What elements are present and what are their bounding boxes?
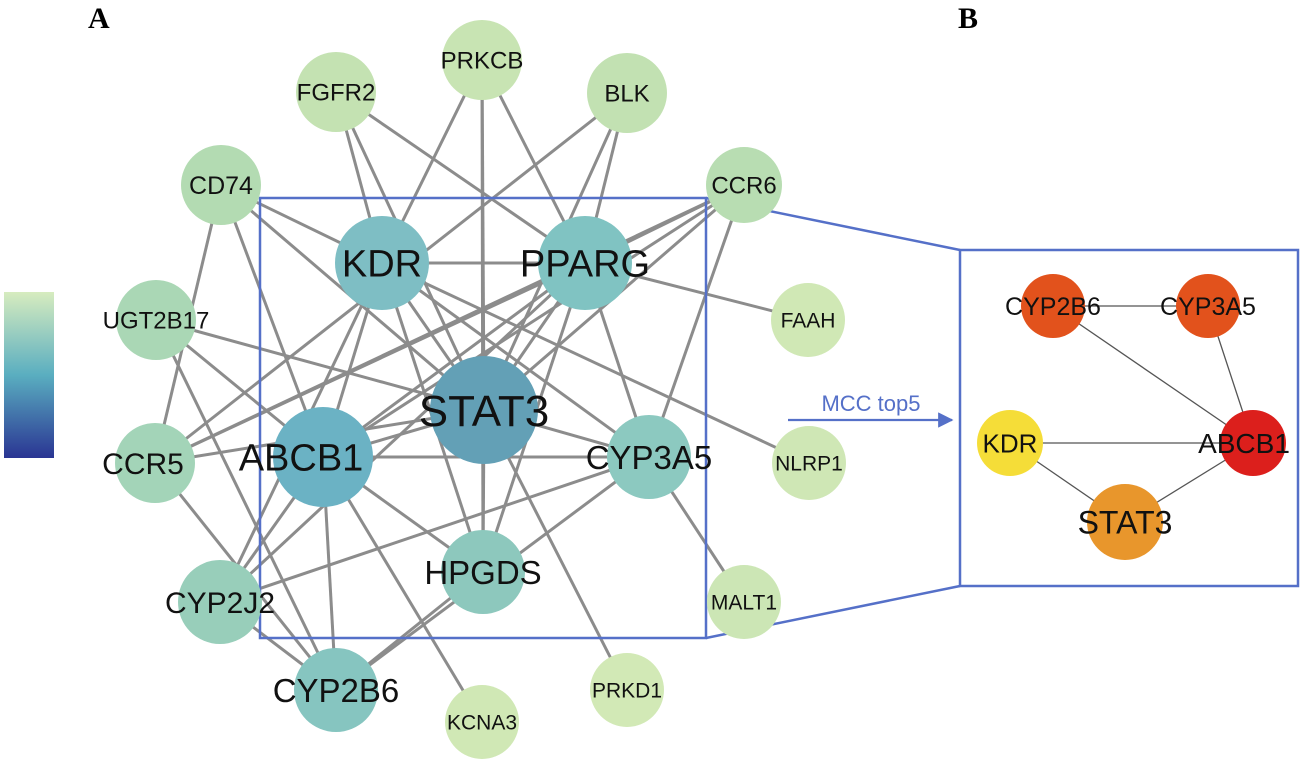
network-a-node-label: PRKCB xyxy=(441,48,524,75)
network-a-node-label: FAAH xyxy=(781,310,836,333)
network-b-node-circle xyxy=(1087,484,1163,560)
network-a-node-cyp2j2: CYP2J2 xyxy=(165,560,275,644)
network-a-edge-pparg-cyp2j2 xyxy=(218,261,587,604)
network-a-edge-abcb1-ccr6 xyxy=(322,183,745,459)
network-a-node-circle xyxy=(115,423,195,503)
network-a-node-cyp2b6: CYP2B6 xyxy=(273,648,400,732)
network-a-node-label: FGFR2 xyxy=(297,80,376,107)
network-a-node-circle xyxy=(772,426,846,500)
network-b-node-label: KDR xyxy=(983,428,1038,458)
network-a-edge-ugt2b17-cyp2b6 xyxy=(154,319,338,691)
network-a-node-label: HPGDS xyxy=(424,554,541,591)
network-a-node-label: BLK xyxy=(604,81,649,108)
network-a-node-circle xyxy=(296,52,376,132)
network-a-node-circle xyxy=(771,283,845,357)
network-a-node-label: NLRP1 xyxy=(775,453,843,476)
network-a-edge-kdr-nlrp1 xyxy=(381,261,810,465)
network-a-node-circle xyxy=(707,565,781,639)
network-a-node-prkcb: PRKCB xyxy=(441,20,524,100)
network-b-node-cyp2b6: CYP2B6 xyxy=(1005,274,1101,338)
network-a-node-nlrp1: NLRP1 xyxy=(772,426,846,500)
network-a-node-label: CYP2J2 xyxy=(165,587,275,620)
network-a-node-circle xyxy=(116,280,196,360)
network-b-node-label: CYP3A5 xyxy=(1160,293,1256,321)
network-a-node-blk: BLK xyxy=(587,53,667,133)
network-a-node-faah: FAAH xyxy=(771,283,845,357)
network-a-node-malt1: MALT1 xyxy=(707,565,781,639)
network-a-node-circle xyxy=(430,356,538,464)
network-a-node-hpgds: HPGDS xyxy=(424,530,542,614)
network-a-node-fgfr2: FGFR2 xyxy=(296,52,376,132)
network-a-node-stat3: STAT3 xyxy=(419,356,549,464)
network-a-node-circle xyxy=(441,530,525,614)
network-a-edge-kdr-cyp3a5 xyxy=(381,261,650,459)
network-b-node-circle xyxy=(1176,274,1240,338)
network-a-edge-stat3-ugt2b17 xyxy=(155,318,485,412)
network-a-node-label: STAT3 xyxy=(419,387,549,436)
network-a-edge-abcb1-kcna3 xyxy=(321,456,484,723)
network-a-node-label: KDR xyxy=(342,244,422,286)
highlight-box-a xyxy=(258,196,708,640)
panel-label-a: A xyxy=(88,2,110,35)
network-a-node-ccr6: CCR6 xyxy=(706,147,782,223)
network-a-edge-ccr5-ccr6 xyxy=(154,183,745,465)
network-a-node-abcb1: ABCB1 xyxy=(239,407,373,507)
network-a-node-circle xyxy=(273,407,373,507)
network-b-node-label: CYP2B6 xyxy=(1005,293,1101,321)
network-b-node-label: ABCB1 xyxy=(1198,428,1290,459)
network-a-edge-pparg-abcb1 xyxy=(322,261,586,459)
network-a-node-label: CCR6 xyxy=(711,173,776,200)
network-a-node-pparg: PPARG xyxy=(520,216,650,310)
network-a-node-circle xyxy=(178,560,262,644)
network-a-node-circle xyxy=(181,145,261,225)
network-b-node-kdr: KDR xyxy=(977,410,1043,476)
network-a-node-label: KCNA3 xyxy=(447,712,517,735)
network-a-node-cyp3a5: CYP3A5 xyxy=(586,415,713,499)
network-a-node-label: CD74 xyxy=(189,172,253,200)
network-b-node-stat3: STAT3 xyxy=(1078,484,1173,560)
network-a-node-label: UGT2B17 xyxy=(103,308,210,335)
network-a-node-circle xyxy=(442,20,522,100)
network-a-node-kdr: KDR xyxy=(335,216,429,310)
network-a-node-circle xyxy=(706,147,782,223)
network-b-node-abcb1: ABCB1 xyxy=(1198,410,1290,476)
network-b-node-circle xyxy=(977,410,1043,476)
network-a-node-label: PRKD1 xyxy=(592,680,662,703)
network-a-node-circle xyxy=(587,53,667,133)
network-a-node-ugt2b17: UGT2B17 xyxy=(103,280,210,360)
network-b-edge-cyp2b6-abcb1 xyxy=(1052,305,1254,444)
network-b-node-cyp3a5: CYP3A5 xyxy=(1160,274,1256,338)
network-a-node-circle xyxy=(294,648,378,732)
network-a-node-label: PPARG xyxy=(520,244,650,286)
color-scale-bar xyxy=(4,292,54,458)
network-a-node-circle xyxy=(590,653,664,727)
network-a-edge-hpgds-prkcb xyxy=(480,59,485,573)
network-a-node-label: MALT1 xyxy=(711,592,777,615)
network-a-edge-cyp3a5-cyp2j2 xyxy=(219,455,650,604)
network-a-node-ccr5: CCR5 xyxy=(102,423,195,503)
network-a-node-kcna3: KCNA3 xyxy=(445,685,519,759)
network-a-node-circle xyxy=(335,216,429,310)
network-a-node-cd74: CD74 xyxy=(181,145,261,225)
network-a-edge-pparg-fgfr2 xyxy=(335,90,586,265)
network-a-node-circle xyxy=(445,685,519,759)
network-a-node-label: CYP2B6 xyxy=(273,672,400,709)
network-a-node-label: CYP3A5 xyxy=(586,439,713,476)
network-a-node-circle xyxy=(538,216,632,310)
network-b-node-circle xyxy=(1220,410,1286,476)
arrow-label: MCC top5 xyxy=(821,391,920,416)
network-a-node-label: ABCB1 xyxy=(239,438,364,480)
network-a-node-prkd1: PRKD1 xyxy=(590,653,664,727)
network-b-node-label: STAT3 xyxy=(1078,505,1173,541)
network-b-node-circle xyxy=(1021,274,1085,338)
network-a-edge-cyp3a5-ccr6 xyxy=(647,184,746,458)
highlight-box-b xyxy=(958,248,1300,588)
network-a-node-label: CCR5 xyxy=(102,448,184,481)
mcc-arrow: MCC top5 xyxy=(788,391,954,428)
panel-label-b: B xyxy=(958,2,978,35)
network-a-node-circle xyxy=(607,415,691,499)
